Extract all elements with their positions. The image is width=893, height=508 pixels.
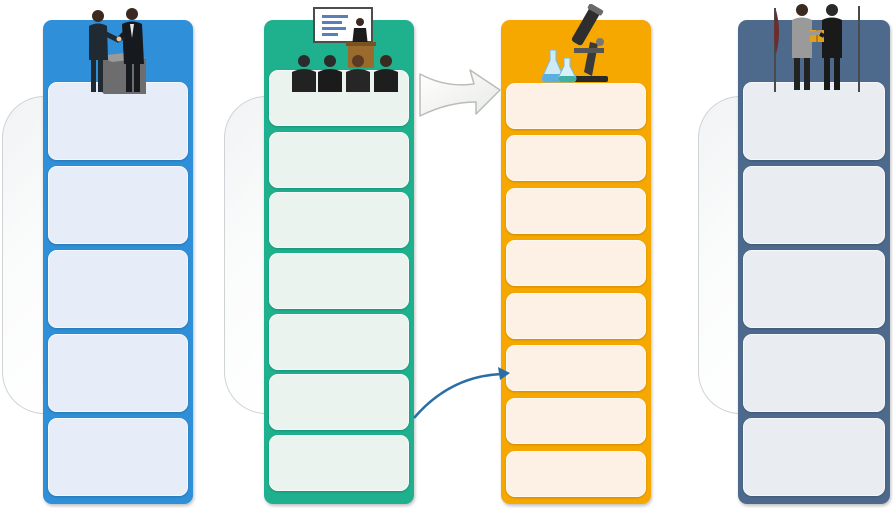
card: [269, 192, 409, 248]
card: [269, 435, 409, 491]
column-3: [501, 20, 651, 504]
card: [506, 240, 646, 286]
card: [269, 132, 409, 188]
card: [743, 82, 885, 160]
card: [506, 398, 646, 444]
column-2: [264, 20, 414, 504]
card: [48, 250, 188, 328]
chevron-right-arrow-icon: [418, 66, 502, 122]
card: [743, 166, 885, 244]
presentation-audience-icon: [284, 6, 410, 92]
card: [506, 345, 646, 391]
business-handshake-icon: [764, 2, 868, 92]
card: [269, 374, 409, 430]
card: [506, 135, 646, 181]
card: [506, 293, 646, 339]
card: [48, 418, 188, 496]
card: [506, 451, 646, 497]
curved-arrow-icon: [410, 360, 514, 424]
microscope-lab-icon: [540, 4, 612, 86]
card: [506, 83, 646, 129]
card: [743, 334, 885, 412]
card: [269, 253, 409, 309]
column-4: [738, 20, 890, 504]
card: [48, 334, 188, 412]
card: [48, 166, 188, 244]
card: [48, 82, 188, 160]
handshake-at-desk-icon: [84, 4, 154, 96]
card: [269, 314, 409, 370]
card: [743, 250, 885, 328]
card: [743, 418, 885, 496]
card: [506, 188, 646, 234]
column-1: [43, 20, 193, 504]
